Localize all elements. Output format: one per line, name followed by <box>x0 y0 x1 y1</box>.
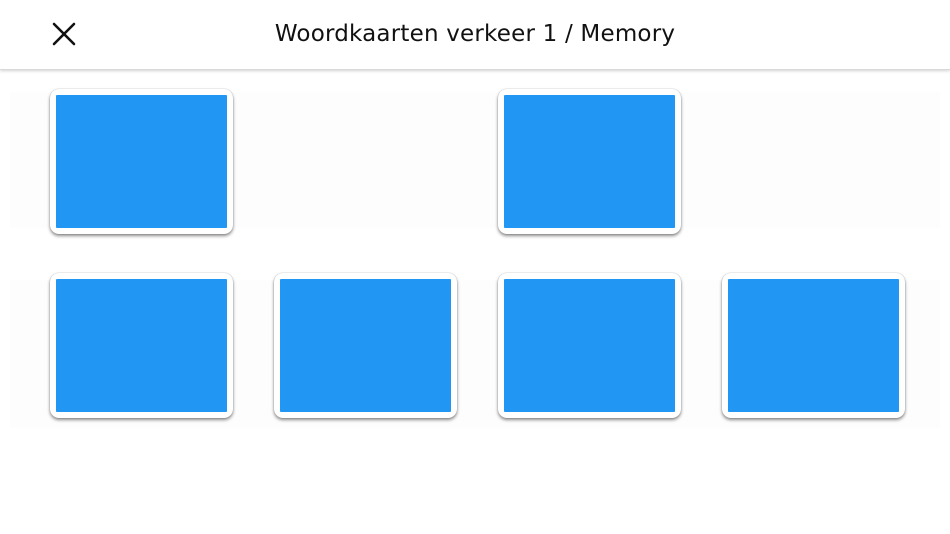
memory-card-4[interactable] <box>274 273 457 418</box>
memory-card-1[interactable] <box>50 89 233 234</box>
memory-card-6[interactable] <box>722 273 905 418</box>
top-bar: Woordkaarten verkeer 1 / Memory <box>0 0 950 70</box>
page-title: Woordkaarten verkeer 1 / Memory <box>274 21 676 47</box>
card-back <box>280 279 451 412</box>
close-icon <box>52 22 76 46</box>
memory-card-3[interactable] <box>50 273 233 418</box>
card-back <box>504 95 675 228</box>
card-back <box>56 279 227 412</box>
memory-card-2[interactable] <box>498 89 681 234</box>
card-back <box>728 279 899 412</box>
memory-card-5[interactable] <box>498 273 681 418</box>
close-button[interactable] <box>44 14 84 54</box>
card-back <box>504 279 675 412</box>
card-back <box>56 95 227 228</box>
